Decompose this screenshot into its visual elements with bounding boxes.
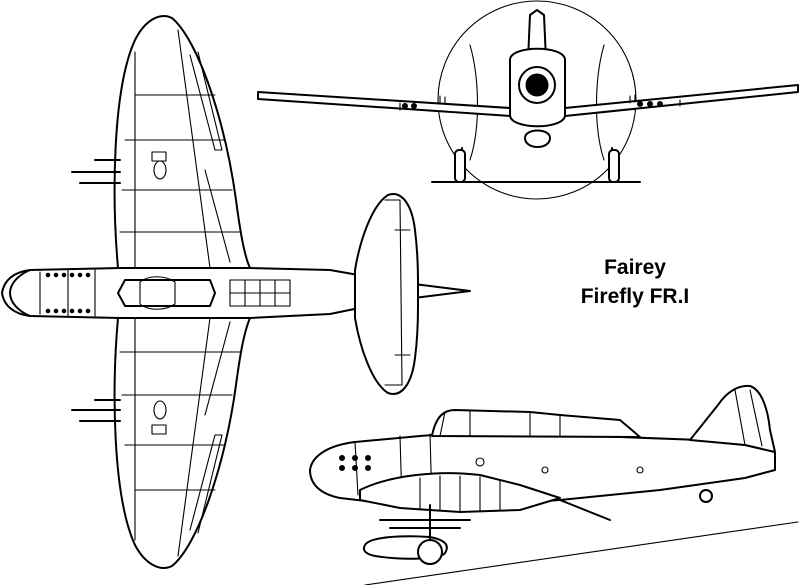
model-label: Firefly FR.I: [580, 285, 690, 308]
plan-rear-bay: [229, 279, 291, 307]
front-view: [257, 0, 799, 200]
plan-wing-spar-lines: [119, 29, 241, 557]
plan-spinner: [9, 269, 31, 317]
plan-aileron-upper: [189, 51, 231, 263]
manufacturer-label: Fairey: [604, 256, 666, 279]
plan-view: [1, 15, 471, 569]
drawing-title: Fairey Firefly FR.I: [560, 253, 710, 311]
side-rocket: [379, 519, 471, 529]
plan-tailplane: [354, 193, 419, 395]
side-view: [309, 384, 799, 585]
side-ground-line: [364, 521, 799, 585]
side-canopy: [431, 409, 641, 438]
plan-aileron-lower: [189, 321, 231, 534]
plan-cockpit: [117, 279, 216, 307]
plan-rockets-upper: [71, 159, 121, 184]
side-fin: [689, 384, 776, 453]
plan-rockets-lower: [71, 399, 121, 422]
